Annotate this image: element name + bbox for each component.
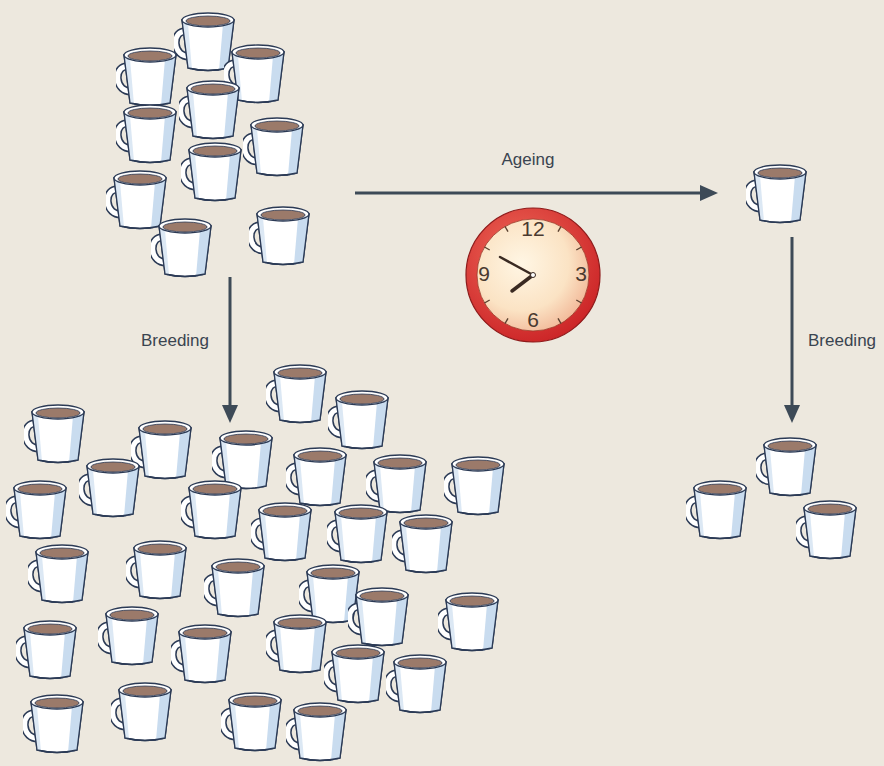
- cup: [30, 545, 88, 603]
- cup: [330, 391, 388, 449]
- cup-group-young-offspring: [8, 365, 504, 761]
- cup-group-young: [108, 13, 309, 277]
- arrow-head: [784, 405, 800, 423]
- clock-ticks: [485, 227, 582, 324]
- cup: [25, 695, 83, 753]
- arrow-head: [700, 185, 718, 201]
- clock-pivot: [531, 273, 536, 278]
- arrow-head: [222, 405, 238, 423]
- cup: [329, 505, 387, 563]
- cup: [108, 171, 166, 229]
- cup: [350, 588, 408, 646]
- cup: [268, 615, 326, 673]
- breeding-arrow: [791, 237, 794, 410]
- clock-face: [477, 219, 589, 331]
- cup: [183, 481, 241, 539]
- cup: [326, 645, 384, 703]
- cup: [223, 693, 281, 751]
- cup: [206, 559, 264, 617]
- cup: [18, 621, 76, 679]
- arrow-label: Breeding: [808, 331, 876, 351]
- cup-group-aged-offspring: [688, 438, 856, 559]
- hour-hand: [512, 275, 533, 291]
- cup: [81, 459, 139, 517]
- clock-rim: [466, 208, 600, 342]
- cup: [183, 143, 241, 201]
- cup: [288, 703, 346, 761]
- cup-single-aged: [748, 165, 806, 223]
- cup: [253, 503, 311, 561]
- cup: [8, 481, 66, 539]
- clock: [466, 208, 600, 342]
- cup: [688, 481, 746, 539]
- cup: [446, 457, 504, 515]
- ageing-arrow: [355, 192, 704, 195]
- arrows: [222, 185, 800, 423]
- cup: [214, 431, 272, 489]
- breeding-arrow: [229, 277, 232, 410]
- cup: [176, 13, 234, 71]
- arrow-label: Breeding: [141, 331, 209, 351]
- cup: [288, 448, 346, 506]
- minute-hand: [500, 257, 533, 275]
- cup: [394, 515, 452, 573]
- cup: [128, 541, 186, 599]
- cup: [100, 607, 158, 665]
- clock-number: 12: [521, 219, 544, 239]
- cup: [26, 405, 84, 463]
- cup: [181, 81, 239, 139]
- clock-number: 9: [478, 264, 490, 284]
- cup: [113, 683, 171, 741]
- cup: [118, 48, 176, 106]
- cup: [118, 105, 176, 163]
- cup: [748, 165, 806, 223]
- arrow-label: Ageing: [502, 150, 555, 170]
- cup: [173, 625, 231, 683]
- cup: [245, 118, 303, 176]
- cup: [798, 501, 856, 559]
- cup: [440, 593, 498, 651]
- cup: [251, 207, 309, 265]
- clock-number: 6: [527, 310, 539, 330]
- cup: [758, 438, 816, 496]
- cup: [368, 455, 426, 513]
- clock-number: 3: [575, 264, 587, 284]
- cup: [388, 655, 446, 713]
- cup: [153, 219, 211, 277]
- cup: [133, 421, 191, 479]
- cup: [268, 365, 326, 423]
